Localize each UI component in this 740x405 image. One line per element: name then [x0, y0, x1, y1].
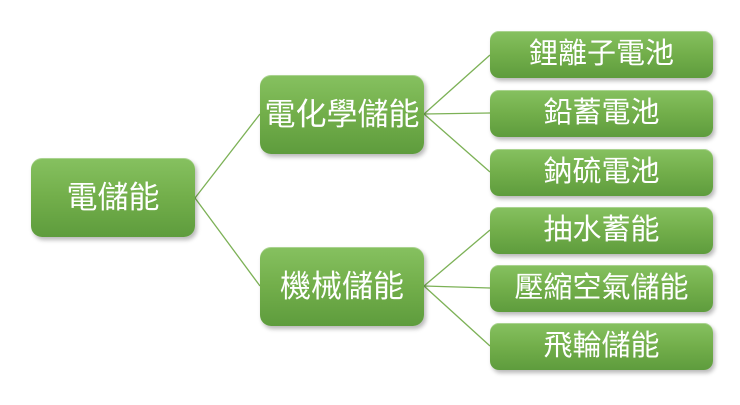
branch-node-mechanical-storage: 機械儲能 — [260, 247, 424, 326]
leaf-node-pumped-hydro-storage: 抽水蓄能 — [490, 207, 713, 254]
connector-branch1-leaf1 — [423, 54, 491, 115]
leaf-node-sodium-sulfur-battery: 鈉硫電池 — [490, 149, 713, 196]
connector-branch1-leaf2 — [423, 112, 491, 115]
connector-branch2-leaf4 — [423, 229, 491, 287]
connector-root-branch1 — [194, 113, 261, 199]
connector-branch1-leaf3 — [423, 113, 491, 173]
leaf-node-flywheel-storage: 飛輪儲能 — [490, 323, 713, 370]
connector-branch2-leaf6 — [423, 285, 491, 347]
leaf-node-compressed-air-storage: 壓縮空氣儲能 — [490, 265, 713, 312]
connector-root-branch2 — [194, 197, 261, 287]
branch-node-electrochemical-storage: 電化學儲能 — [260, 75, 424, 154]
leaf-node-lithium-ion-battery: 鋰離子電池 — [490, 31, 713, 78]
leaf-node-lead-acid-battery: 鉛蓄電池 — [490, 90, 713, 137]
root-node-electric-energy-storage: 電儲能 — [31, 158, 195, 237]
connector-branch2-leaf5 — [423, 285, 491, 289]
